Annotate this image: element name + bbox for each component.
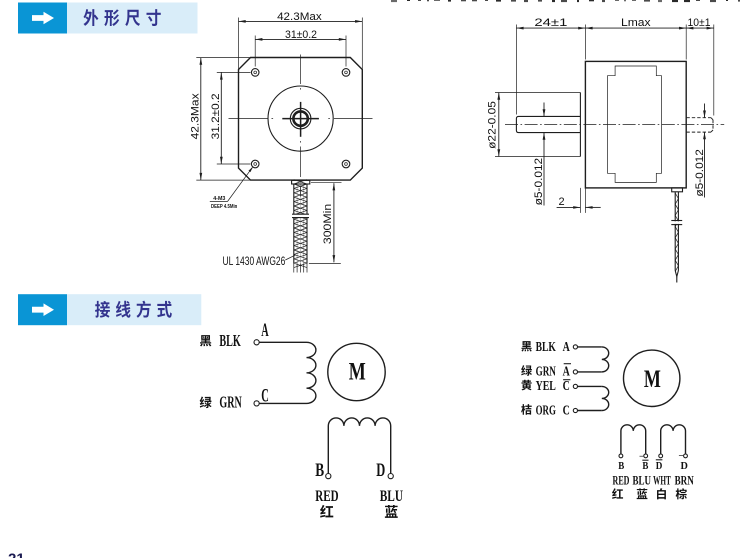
svg-text:M: M	[644, 366, 661, 393]
svg-text:BLK: BLK	[536, 339, 557, 354]
svg-text:4-M3: 4-M3	[213, 196, 225, 202]
svg-text:GRN: GRN	[536, 363, 556, 378]
svg-text:10±1: 10±1	[688, 17, 711, 29]
svg-text:2: 2	[558, 196, 564, 208]
svg-text:B: B	[618, 461, 624, 472]
svg-text:ø5-0.012: ø5-0.012	[694, 149, 706, 197]
svg-text:24±1: 24±1	[534, 17, 567, 29]
svg-text:A: A	[261, 320, 269, 341]
svg-text:D: D	[376, 460, 385, 481]
svg-text:D: D	[656, 461, 663, 472]
svg-text:C: C	[563, 378, 570, 393]
svg-text:300Min: 300Min	[322, 204, 334, 244]
svg-text:B: B	[642, 461, 648, 472]
svg-text:YEL: YEL	[536, 378, 556, 393]
svg-text:BLK: BLK	[219, 331, 241, 350]
svg-text:M: M	[349, 359, 366, 386]
svg-text:BLU: BLU	[632, 473, 651, 487]
svg-text:21: 21	[8, 551, 25, 558]
svg-text:A: A	[563, 339, 570, 354]
svg-text:GRN: GRN	[219, 393, 242, 412]
svg-text:ORG: ORG	[536, 402, 557, 417]
svg-text:31.2±0.2: 31.2±0.2	[210, 93, 222, 139]
svg-text:UL 1430 AWG26: UL 1430 AWG26	[223, 254, 286, 268]
svg-text:BRN: BRN	[675, 473, 694, 487]
svg-text:ø22-0.05: ø22-0.05	[487, 101, 499, 149]
svg-text:42.3Max: 42.3Max	[277, 11, 322, 23]
svg-text:WHT: WHT	[653, 473, 671, 487]
svg-text:DEEP 4.5Min: DEEP 4.5Min	[211, 204, 237, 210]
svg-text:BLU: BLU	[380, 488, 404, 505]
svg-text:Lmax: Lmax	[621, 17, 651, 29]
svg-text:C: C	[261, 386, 269, 407]
svg-text:B: B	[315, 460, 324, 481]
svg-text:42.3Max: 42.3Max	[189, 93, 201, 140]
svg-text:RED: RED	[613, 473, 630, 487]
svg-text:ø5-0.012: ø5-0.012	[533, 158, 545, 206]
svg-text:RED: RED	[315, 488, 338, 505]
svg-text:A: A	[563, 363, 570, 378]
svg-text:C: C	[563, 402, 570, 417]
svg-text:D: D	[681, 461, 688, 472]
svg-text:31±0.2: 31±0.2	[285, 29, 317, 41]
